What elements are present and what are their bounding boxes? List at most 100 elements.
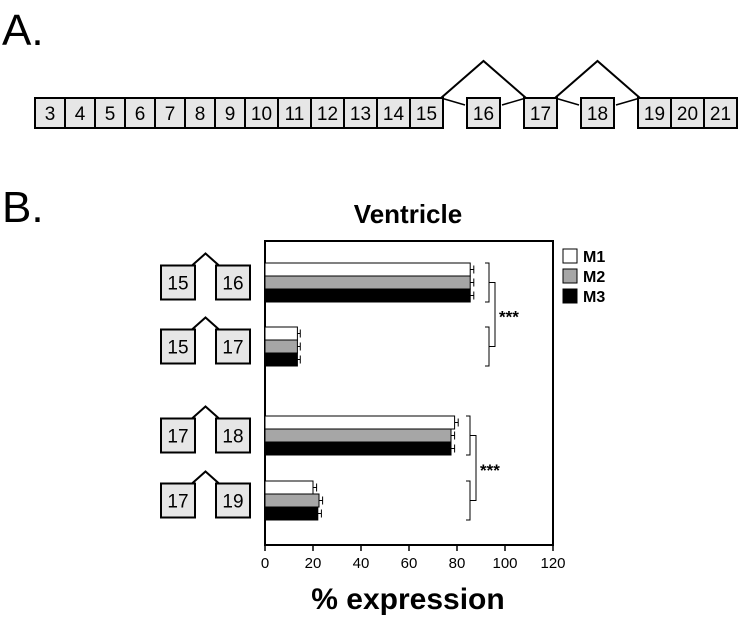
exon-label: 21 [710,104,731,125]
bar-m2-15-17 [264,339,298,354]
x-tick-label: 100 [492,555,517,572]
bar-chart: 0 20 40 60 80 100 120 *** *** [261,240,566,572]
group-bracket [466,480,471,521]
exon-11 [277,97,312,129]
bar-m1-17-18 [264,415,456,430]
bar-m2-17-18 [264,428,452,443]
exon-5 [94,97,126,129]
junction-exon-label: 17 [167,492,188,513]
junction-exon [215,264,251,301]
exon-12 [310,97,345,129]
legend-swatch-m2 [562,268,578,284]
bar-m2-17-19 [264,493,320,508]
exon-10 [244,97,279,129]
junction-exon [160,328,196,365]
junction-exon [215,417,251,454]
legend-label-m1: M1 [583,249,605,266]
exon-label: 5 [105,104,116,125]
exon-label: 4 [75,104,86,125]
junction-arc [191,252,220,267]
chart-title: Ventricle [354,199,462,229]
exon-16 [466,97,501,129]
panel-a-label: A. [2,6,44,55]
x-tick-label: 20 [305,555,322,572]
junction-exon [215,482,251,519]
junction-exon [160,482,196,519]
group-bracket [485,326,490,367]
bar-m3-17-19 [264,506,319,521]
x-tick-label: 60 [401,555,418,572]
exon-7 [154,97,186,129]
connector-line [440,97,466,106]
exon-label: 20 [677,104,698,125]
exon-4 [64,97,96,129]
junction-exon-label: 17 [167,427,188,448]
group-bracket [485,262,490,303]
bar-m1-17-19 [264,480,314,495]
exon-label: 7 [165,104,176,125]
exon-label: 8 [195,104,206,125]
bar-m3-15-16 [264,288,471,303]
x-tick-label: 80 [449,555,466,572]
exon-label: 12 [317,104,338,125]
exon-19 [637,97,672,129]
bar-m3-15-17 [264,352,298,367]
exon-label: 15 [416,104,437,125]
junction-exon-label: 18 [222,427,243,448]
connector-line [615,97,641,106]
group-bracket [466,415,471,456]
junction-arc [191,470,220,485]
exon-label: 9 [225,104,236,125]
significance-marker: *** [499,308,519,327]
significance-marker: *** [480,461,500,480]
junction-exon-label: 15 [167,274,188,295]
junction-exon [215,328,251,365]
exon-21 [703,97,738,129]
exon-label: 13 [350,104,371,125]
legend-label-m2: M2 [583,269,605,286]
exon-label: 16 [473,104,494,125]
exon-label: 11 [285,104,305,125]
bar-m2-15-16 [264,275,471,290]
junction-exon-label: 16 [222,274,243,295]
exon-label: 6 [135,104,146,125]
junction-exon [160,417,196,454]
x-tick-label: 40 [353,555,370,572]
significance-bracket [489,282,496,347]
skipping-arc [440,59,527,99]
exon-15 [409,97,444,129]
exon-label: 3 [45,104,56,125]
legend-swatch-m1 [562,248,578,264]
bar-m3-17-18 [264,441,452,456]
legend-swatch-m3 [562,288,578,304]
junction-arc [191,405,220,420]
exon-3 [34,97,66,129]
x-tick-label: 0 [261,555,269,572]
exon-label: 19 [644,104,665,125]
exon-label: 17 [530,104,551,125]
panel-b-label: B. [2,183,44,232]
junction-exon [160,264,196,301]
x-tick-label: 120 [540,555,565,572]
bar-m1-15-16 [264,262,471,277]
exon-label: 18 [587,104,608,125]
x-axis-label: % expression [311,583,504,616]
junction-exon-label: 15 [167,338,188,359]
exon-17 [523,97,558,129]
connector-line [501,97,527,106]
connector-line [554,97,580,106]
junction-exon-label: 17 [222,338,243,359]
exon-18 [580,97,615,129]
skipping-arc [554,59,641,99]
exon-label: 10 [251,104,272,125]
junction-arc [191,316,220,331]
significance-bracket [470,435,477,501]
junction-exon-label: 19 [222,492,243,513]
legend-label-m3: M3 [583,289,605,306]
